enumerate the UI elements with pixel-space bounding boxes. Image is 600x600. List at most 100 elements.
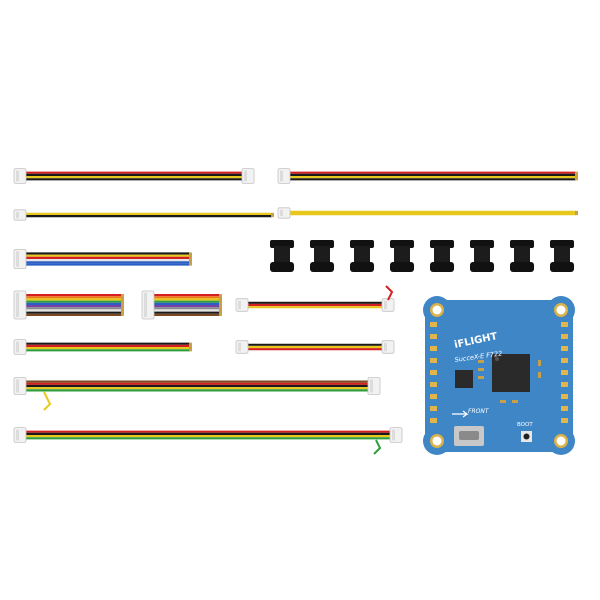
solder-pad — [430, 322, 437, 327]
grommet-base — [270, 262, 294, 272]
rubber-grommet — [470, 240, 494, 272]
grommet-body — [394, 246, 410, 264]
connector — [13, 209, 27, 221]
cable — [235, 298, 395, 312]
grommet-body — [274, 246, 290, 264]
connector — [235, 340, 249, 354]
connector-latch — [244, 170, 247, 182]
grommet-body — [354, 246, 370, 264]
connector-latch — [16, 429, 19, 441]
connector-latch — [16, 293, 19, 317]
connector-latch — [384, 300, 387, 310]
cable — [13, 248, 192, 269]
flight-controller-board: iFLIGHT SucceX-E F722 FRONT BOOT — [423, 296, 575, 455]
connector — [367, 377, 381, 395]
connector — [13, 168, 27, 184]
connector — [13, 339, 27, 355]
wire-tip — [575, 210, 578, 216]
solder-pad — [561, 322, 568, 327]
cable — [277, 168, 578, 184]
solder-pad — [561, 358, 568, 363]
cable — [235, 340, 395, 354]
connector-latch — [16, 341, 19, 353]
connector-latch — [384, 342, 387, 352]
connector — [141, 290, 155, 320]
smd-component — [512, 400, 518, 403]
smd-component — [538, 372, 541, 378]
wire-tip — [189, 252, 192, 266]
solder-pad — [430, 418, 437, 423]
grommet-base — [310, 262, 334, 272]
wire-tail — [43, 391, 52, 411]
connector-latch — [280, 170, 283, 182]
connector-latch — [392, 429, 395, 441]
connector-latch — [16, 251, 19, 267]
solder-pads — [430, 322, 568, 423]
connector — [13, 290, 27, 320]
smd-component — [478, 360, 484, 363]
solder-pad — [561, 382, 568, 387]
grommet-body — [314, 246, 330, 264]
rubber-grommet — [390, 240, 414, 272]
connector-latch — [370, 379, 373, 393]
mount-hole-center — [556, 305, 566, 315]
cable — [13, 339, 192, 355]
solder-pad — [561, 418, 568, 423]
grommet-body — [514, 246, 530, 264]
solder-pad — [430, 370, 437, 375]
connector-latch — [16, 170, 19, 182]
grommet-base — [390, 262, 414, 272]
connector-latch — [238, 342, 241, 352]
wire-tip — [575, 171, 578, 181]
cable — [141, 290, 222, 320]
connector-latch — [16, 211, 19, 219]
solder-pad — [430, 394, 437, 399]
boot-silkscreen: BOOT — [517, 422, 533, 428]
grommet-body — [554, 246, 570, 264]
cable — [13, 290, 124, 320]
grommet-base — [550, 262, 574, 272]
connector — [381, 298, 395, 312]
wire-tip — [189, 342, 192, 352]
rubber-grommet — [270, 240, 294, 272]
solder-pad — [561, 334, 568, 339]
connector-latch — [280, 209, 283, 217]
connector — [13, 248, 27, 269]
grommet-base — [350, 262, 374, 272]
usb-port-opening — [459, 431, 479, 440]
connector — [13, 377, 27, 395]
gyro-chip — [455, 370, 473, 388]
solder-pad — [561, 346, 568, 351]
connector — [277, 168, 291, 184]
solder-pad — [430, 358, 437, 363]
grommet-body — [474, 246, 490, 264]
front-arrow-icon — [452, 410, 469, 418]
connector — [389, 427, 403, 443]
grommet-body — [434, 246, 450, 264]
solder-pad — [430, 406, 437, 411]
connector — [241, 168, 255, 184]
solder-pad — [430, 334, 437, 339]
connector — [235, 298, 249, 312]
mcu-pin1-dot — [495, 357, 499, 361]
mount-hole-center — [432, 305, 442, 315]
solder-pad — [561, 406, 568, 411]
smd-component — [478, 376, 484, 379]
front-silkscreen: FRONT — [468, 408, 490, 415]
solder-pad — [561, 394, 568, 399]
mount-hole-center — [432, 436, 442, 446]
rubber-grommet — [350, 240, 374, 272]
cable-set — [13, 168, 578, 455]
connector-latch — [238, 300, 241, 310]
connector-latch — [144, 293, 147, 317]
connector — [13, 427, 27, 443]
connector — [277, 207, 291, 219]
wire-tip — [219, 294, 222, 316]
wire-tail — [373, 439, 382, 455]
wire-tip — [121, 294, 124, 316]
grommet-base — [470, 262, 494, 272]
rubber-grommet — [310, 240, 334, 272]
rubber-grommet — [510, 240, 534, 272]
connector — [381, 340, 395, 354]
